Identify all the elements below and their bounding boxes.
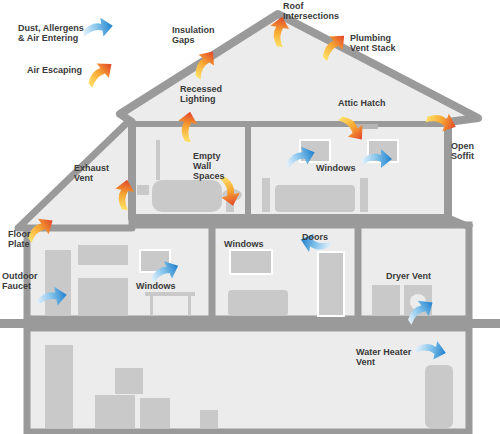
leak-label: Roof Intersections [283,2,335,22]
leak-label: Exhaust Vent [74,164,114,184]
ceiling [132,121,448,127]
leak-label: Windows [224,240,274,250]
escaping-arrow [112,178,136,211]
wall [355,228,362,319]
leak-label: Open Soffit [451,142,497,162]
escaping-arrow [188,46,221,81]
escaping-arrow [175,110,199,143]
floor [130,216,450,226]
bathtub [152,180,222,212]
entering-arrow [35,285,68,309]
cabinet [78,278,128,316]
entering-arrow [415,337,448,362]
box [115,368,143,394]
main-roof [120,14,478,218]
table [150,296,153,316]
entering-arrow [362,149,392,168]
legend-text: Air Escaping [27,66,97,76]
leak-label: Windows [316,164,366,174]
entering-arrow [81,16,114,40]
box [140,398,170,428]
leak-label: Plumbing Vent Stack [350,34,408,54]
lower-roof [18,118,132,228]
shelf [45,345,73,428]
leak-label: Empty Wall Spaces [193,152,241,182]
leak-label: Recessed Lighting [180,85,232,105]
water-heater [425,365,453,428]
table [188,296,191,316]
window [230,250,272,274]
wall [209,228,216,319]
escaping-arrow [336,110,370,145]
legend-text: Dust, Allergens & Air Entering [18,24,88,44]
escaping-arrow [82,56,117,90]
cabinet [78,245,128,265]
washer [372,285,400,316]
escaping-arrow [316,29,351,64]
table [145,292,195,296]
eave [448,218,472,228]
lamp [262,178,270,212]
entering-arrow [402,294,437,327]
sofa [228,290,288,316]
shower [156,140,160,180]
escaping-arrow [425,107,460,135]
leak-label: Attic Hatch [338,99,398,109]
leak-label: Floor Plate [8,230,44,250]
lamp [360,178,368,212]
leak-label: Windows [136,282,186,292]
sofa [275,185,355,212]
entering-arrow [283,143,318,171]
leak-label: Doors [302,233,342,243]
fridge [45,250,71,316]
wall [245,124,251,218]
basement [27,328,469,432]
box [200,410,218,428]
leak-label: Outdoor Faucet [2,272,46,292]
leak-label: Water Heater Vent [356,348,418,368]
leak-label: Dryer Vent [386,272,442,282]
leak-label: Insulation Gaps [172,26,220,46]
first-floor [27,225,469,319]
box [95,395,135,428]
door [318,252,344,316]
exhaust-fan [137,185,149,195]
